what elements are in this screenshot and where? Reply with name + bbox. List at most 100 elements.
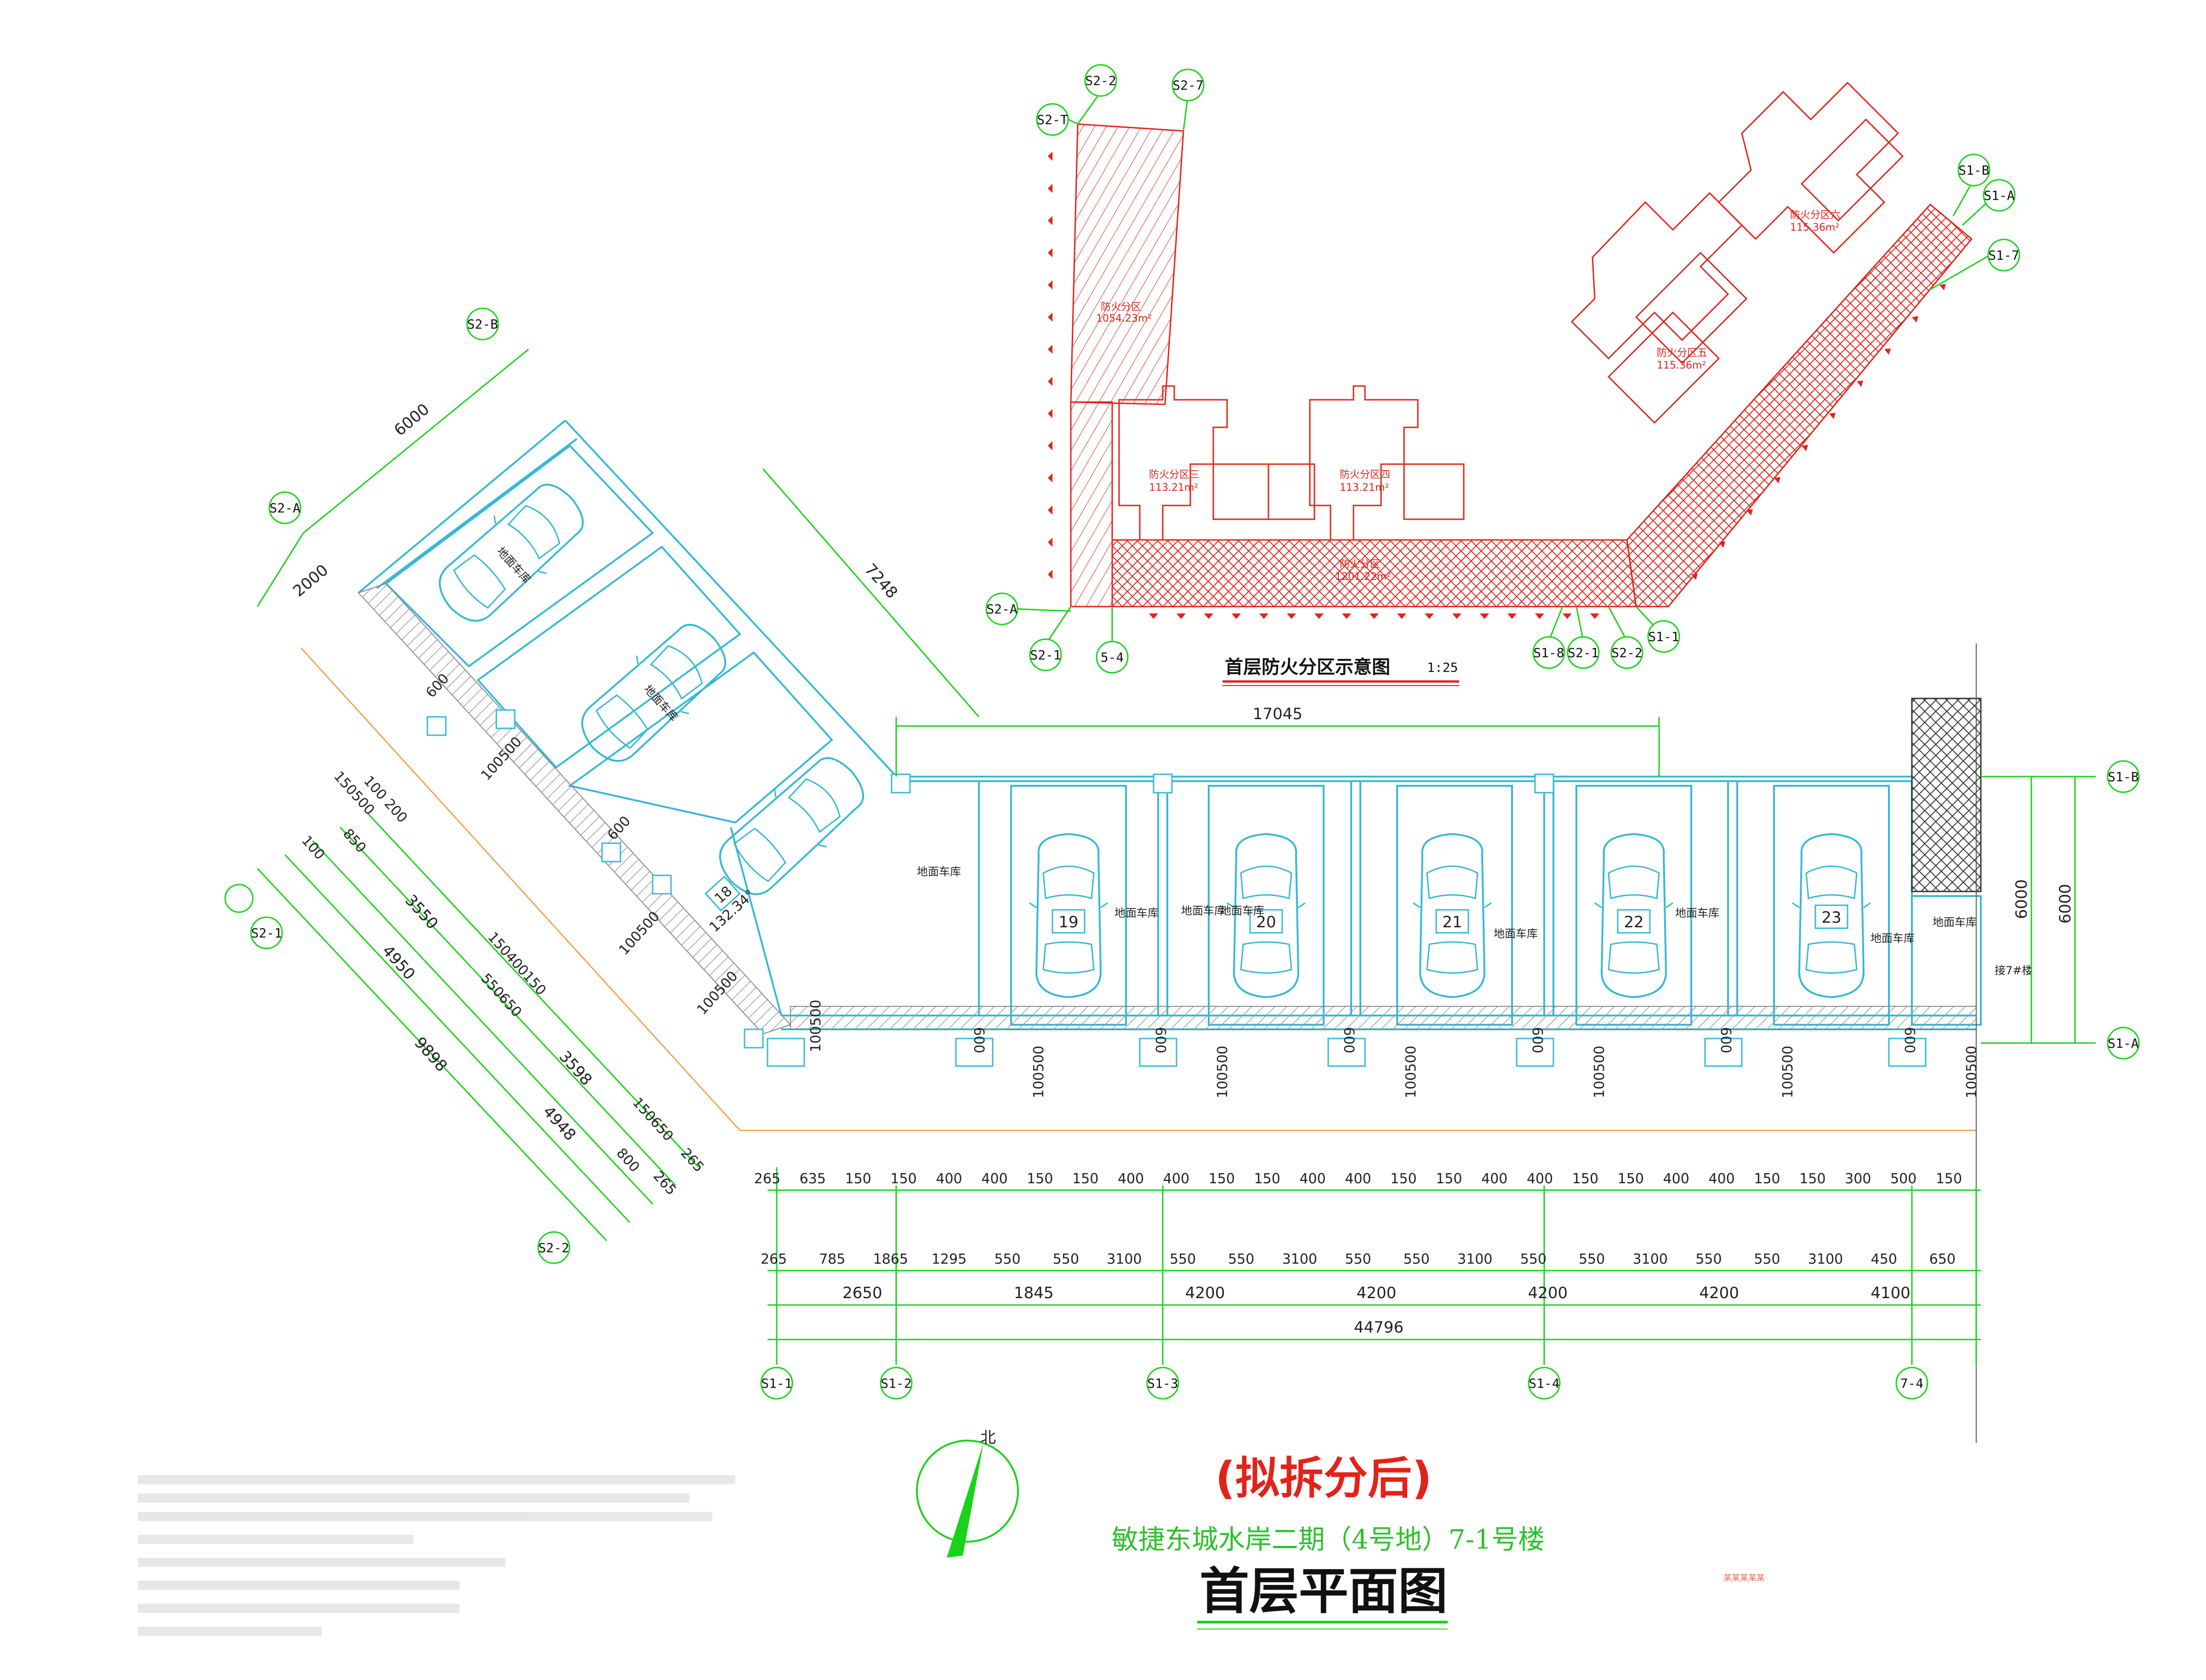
fire-zone-1-name: 防火分区 [1101,301,1141,313]
row3-value: 4200 [1699,1284,1739,1302]
right-dimensions: 6000 6000 S1-B S1-A [1981,760,2140,1060]
row2-value: 550 [1520,1251,1546,1267]
axis-s1-4: S1-4 [1529,1376,1559,1391]
diagonal-dimensions: 6000 2000 7248 9898 4950 4948 3550 3598 … [224,307,980,1264]
exit-arrow-row [1048,152,1946,619]
col-100-500-5: 100500 [1780,1045,1796,1098]
inset-axis-s2-t: S2-T [1037,112,1068,127]
axis-s1-b: S1-B [2108,769,2138,784]
row1-value: 400 [1481,1171,1507,1187]
space-label-3: 地面车库 [1181,904,1225,917]
row1-value: 150 [1209,1171,1235,1187]
col-100-500-2: 100500 [1215,1045,1231,1098]
dim-diag-550-650: 550650 [478,971,525,1021]
inset-axis-s2-7: S2-7 [1172,78,1203,93]
row1-value: 400 [1163,1171,1189,1187]
fire-zone-4-name: 防火分区四 [1340,469,1390,481]
project-title: 敏捷东城水岸二期（4号地）7-1号楼 [1112,1524,1545,1555]
row1-value: 400 [1118,1171,1144,1187]
row1-value: 400 [1299,1171,1325,1187]
col-600-2: 600 [1152,1027,1168,1053]
row2-value: 3100 [1808,1251,1843,1267]
dim-diag-265b: 265 [650,1168,679,1198]
row2-value: 550 [1228,1251,1254,1267]
space-label-2: 地面车库 [1114,907,1159,919]
dim-diag-2000: 2000 [290,561,332,601]
garage-number-19: 19 [1058,913,1078,931]
row2-value: 1865 [873,1251,908,1267]
axis-s2-a: S2-A [269,500,301,516]
inset-axis-s1-7: S1-7 [1988,248,2019,263]
dim-diag-150-650: 150650 [629,1095,677,1145]
row3-value: 4200 [1528,1284,1568,1302]
fire-zone-1-area: 1054.23m² [1096,313,1152,324]
fire-zone-3-area: 113.21m² [1149,482,1198,494]
dim-diag-850: 850 [340,826,369,856]
dim-diag-3598: 3598 [555,1047,596,1089]
diag-space-label-1: 地面车库 [495,545,534,586]
row1-value: 150 [1436,1171,1462,1187]
inset-title: 首层防火分区示意图 [1225,657,1390,678]
fire-zone-5-name: 防火分区五 [1657,347,1707,359]
dim-row-1: 265 635 150 150 400 400 150 150 400 400 150 150 400 4… [754,1171,1962,1187]
inset-axis-s1-8: S1-8 [1533,645,1564,660]
row2-value: 3100 [1282,1251,1317,1267]
row1-value: 400 [981,1171,1007,1187]
row1-value: 150 [1936,1171,1962,1187]
dim-44796: 44796 [1354,1318,1404,1337]
row1-value: 635 [800,1171,826,1187]
dim-right-6000-a: 6000 [2013,879,2031,919]
axis-s1-1: S1-1 [761,1376,792,1391]
inset-scale: 1:25 [1427,660,1458,675]
fire-zone-5-area: 115.36m² [1657,360,1706,371]
row1-value: 150 [1072,1171,1098,1187]
garage-number-20: 20 [1256,913,1276,931]
row1-value: 265 [754,1171,780,1187]
row2-value: 785 [819,1251,845,1267]
axis-s2-1: S2-1 [251,925,282,941]
notes-block [138,1475,735,1636]
fire-zone-6-name: 防火分区六 [1790,210,1841,221]
dim-diag-4948: 4948 [539,1102,580,1144]
diag-col-100-500-b: 100500 [616,908,663,959]
inset-axis-s2-a: S2-A [986,602,1018,617]
dim-diag-6000: 6000 [391,400,433,440]
garage-number-21: 21 [1442,913,1462,931]
col-100-500-0: 100500 [808,999,824,1052]
north-label: 北 [980,1429,996,1447]
row3-value: 4200 [1185,1284,1225,1302]
row1-value: 400 [1345,1171,1371,1187]
fire-zone-2-name: 防火分区 [1340,559,1380,570]
garage-number-22: 22 [1624,913,1643,931]
dim-diag-7248: 7248 [861,560,901,602]
inset-axis-s2-1: S2-1 [1030,647,1061,663]
space-label-8: 地面车库 [1933,916,1977,929]
row1-value: 400 [936,1171,962,1187]
fire-zone-6-area: 115.36m² [1790,222,1839,233]
row1-value: 150 [1390,1171,1416,1187]
row3-value: 1845 [1014,1284,1054,1302]
row2-value: 450 [1871,1251,1897,1267]
space-label-4: 地面车库 [1220,904,1264,917]
col-600-6: 600 [1901,1027,1917,1053]
fire-zone-4-area: 113.21m² [1340,482,1389,494]
col-600-1: 600 [971,1027,987,1053]
row2-value: 3100 [1633,1251,1668,1267]
inset-axis-s1-a: S1-A [1984,188,2015,203]
row1-value: 150 [1572,1171,1598,1187]
row2-value: 550 [1695,1251,1722,1267]
connect-label: 接7#楼 [1995,964,2033,977]
inset-axis-5-4: 5-4 [1101,650,1124,665]
axis-s2-b: S2-B [467,317,498,332]
row2-value: 550 [994,1251,1020,1267]
space-label-1: 地面车库 [917,865,961,878]
row1-value: 500 [1890,1171,1916,1187]
inset-axis-bubbles: S2-2 S2-7 S2-T S1-B S1-A S1-7 S2-A S2-1 … [985,64,2020,674]
row2-value: 550 [1345,1251,1371,1267]
space-label-5: 地面车库 [1494,927,1538,940]
top-dimension: 17045 [895,705,1660,777]
col-100-500-4: 100500 [1592,1045,1608,1098]
